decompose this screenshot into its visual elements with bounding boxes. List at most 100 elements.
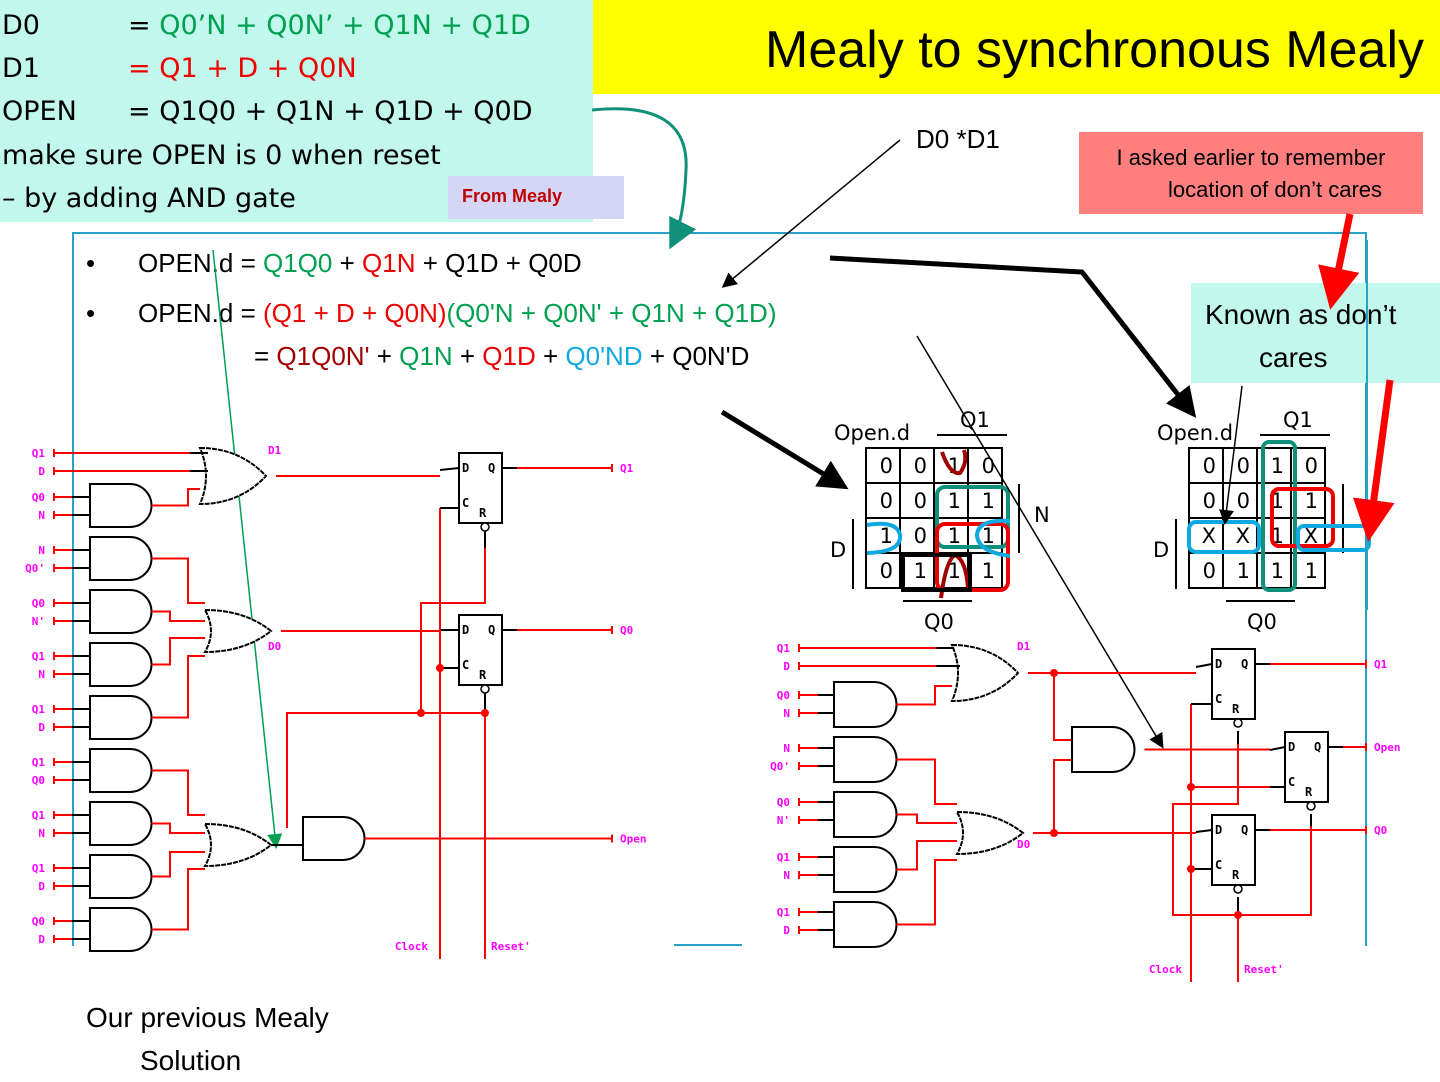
loop-q1n: [935, 485, 1010, 549]
kmap-cell: 0: [899, 482, 935, 519]
and-gate: [89, 748, 153, 793]
signal-label: N: [783, 869, 790, 882]
eq-lhs: D1: [2, 53, 40, 84]
wire: [151, 851, 205, 878]
previous-solution-caption: Our previous Mealy Solution: [86, 996, 329, 1082]
reset-bubble: [1233, 718, 1243, 728]
junction-dot: [481, 709, 489, 717]
signal-label: Reset': [1244, 963, 1284, 976]
note-line: I asked earlier to remember: [1116, 145, 1386, 170]
expression-term: Q1Q0: [263, 248, 333, 278]
signal-label: Clock: [395, 940, 428, 953]
signal-label: N: [783, 707, 790, 720]
kmap-q0-label: Q0: [924, 610, 954, 634]
expression-term: Q1N: [399, 341, 453, 371]
bullet-text: = Q1Q0N' + Q1N + Q1D + Q0'ND + Q0N'D: [254, 341, 749, 371]
signal-label: Q0: [777, 689, 790, 702]
kmap2-variable-bars: [1175, 434, 1344, 602]
wire: [151, 637, 205, 666]
junction-dot: [436, 664, 444, 672]
and-gate: [89, 854, 153, 899]
caption-line: Our previous Mealy: [86, 1002, 329, 1033]
wire: [151, 868, 205, 931]
and-gate: [833, 901, 898, 948]
signal-label: Q1: [32, 809, 46, 822]
ff-pin-label: C: [1215, 692, 1222, 706]
signal-label: D: [38, 465, 45, 478]
wire: [896, 840, 957, 871]
wire: [1053, 673, 1072, 741]
kmap-q1-label: Q1: [1283, 408, 1313, 432]
pointer-to-new-and-gate: [916, 335, 1164, 749]
d-flip-flop: [458, 614, 503, 686]
bullet-open-d-expanded: = Q1Q0N' + Q1N + Q1D + Q0'ND + Q0N'D: [254, 341, 749, 372]
junction-dot: [417, 709, 425, 717]
green-arrow-to-or-gate: [212, 249, 283, 849]
wire: [286, 712, 421, 828]
expression-term: OPEN.d =: [138, 248, 263, 278]
caption-line: Solution: [140, 1045, 242, 1076]
kmap-cell: 0: [865, 447, 901, 484]
expression-term: + Q0N'D: [642, 341, 750, 371]
kmap-cell: 1: [967, 552, 1003, 589]
red-arrow-known-as: [1352, 379, 1395, 542]
and-gate: [833, 681, 898, 728]
signal-label: N': [32, 615, 45, 628]
slide-title: Mealy to synchronous Mealy: [765, 21, 1424, 79]
note-line: cares: [1259, 342, 1328, 373]
loop-dontcare-left: [1187, 520, 1261, 554]
wire: [151, 610, 205, 622]
ff-pin-label: D: [1215, 823, 1222, 837]
eq-rhs: Q1Q0 + Q1N + Q1D + Q0D: [159, 96, 533, 127]
bullet-marker: •: [86, 298, 96, 328]
expression-term: (Q1 + D + Q0N): [263, 298, 447, 328]
wire: [151, 769, 205, 816]
kmap-cell: 0: [1188, 447, 1224, 484]
signal-label: Q1: [777, 906, 791, 919]
or-gate: [955, 810, 1025, 856]
signal-label: Q0': [25, 562, 45, 575]
signal-label: N: [38, 544, 45, 557]
bullet-text: OPEN.d = Q1Q0 + Q1N + Q1D + Q0D: [138, 248, 582, 278]
kmap-d-label: D: [830, 538, 847, 562]
kmap-cell: 0: [1222, 447, 1258, 484]
equation-d0: D0= Q0’N + Q0N’ + Q1N + Q1D: [2, 4, 531, 47]
signal-label: Q1: [32, 862, 46, 875]
signal-label: D1: [1017, 640, 1031, 653]
kmap-q1-label: Q1: [960, 408, 990, 432]
and-gate: [1071, 726, 1136, 773]
or-gate: [203, 608, 273, 654]
signal-label: Q0: [32, 915, 45, 928]
signal-label: Q1: [1374, 658, 1388, 671]
thick-arrow-to-kmap1: [720, 409, 849, 490]
signal-label: Q0: [32, 491, 45, 504]
wire: [1238, 826, 1312, 916]
ff-pin-label: R: [479, 506, 487, 520]
equation-d1: D1= Q1 + D + Q0N: [2, 47, 357, 90]
signal-label: Q1: [32, 650, 46, 663]
signal-label: N: [38, 509, 45, 522]
wire: [420, 548, 486, 713]
signal-label: Clock: [1149, 963, 1182, 976]
annotation-arrows: [212, 107, 1395, 849]
eq-rhs: Q1 + D + Q0N: [159, 53, 357, 84]
equation-open: OPEN= Q1Q0 + Q1N + Q1D + Q0D: [2, 90, 533, 133]
d0d1-pointer-arrow: [721, 139, 901, 288]
signal-label: D1: [268, 444, 282, 457]
reset-bubble: [1306, 801, 1316, 811]
signal-label: N: [38, 668, 45, 681]
note-line: location of don’t cares: [1167, 177, 1383, 202]
bullet-open-d-1: •OPEN.d = Q1Q0 + Q1N + Q1D + Q0D: [86, 248, 582, 279]
signal-label: N: [783, 742, 790, 755]
kmap-q0-label: Q0: [1247, 610, 1277, 634]
and-gate: [89, 695, 153, 740]
signal-label: D: [38, 721, 45, 734]
expression-term: Q1N: [362, 248, 416, 278]
kmap-d-label: D: [1153, 538, 1170, 562]
wire-stub: [1195, 829, 1213, 833]
d-flip-flop: [458, 452, 503, 524]
ff-pin-label: Q: [1241, 823, 1248, 837]
eq-lhs: D0: [2, 10, 40, 41]
